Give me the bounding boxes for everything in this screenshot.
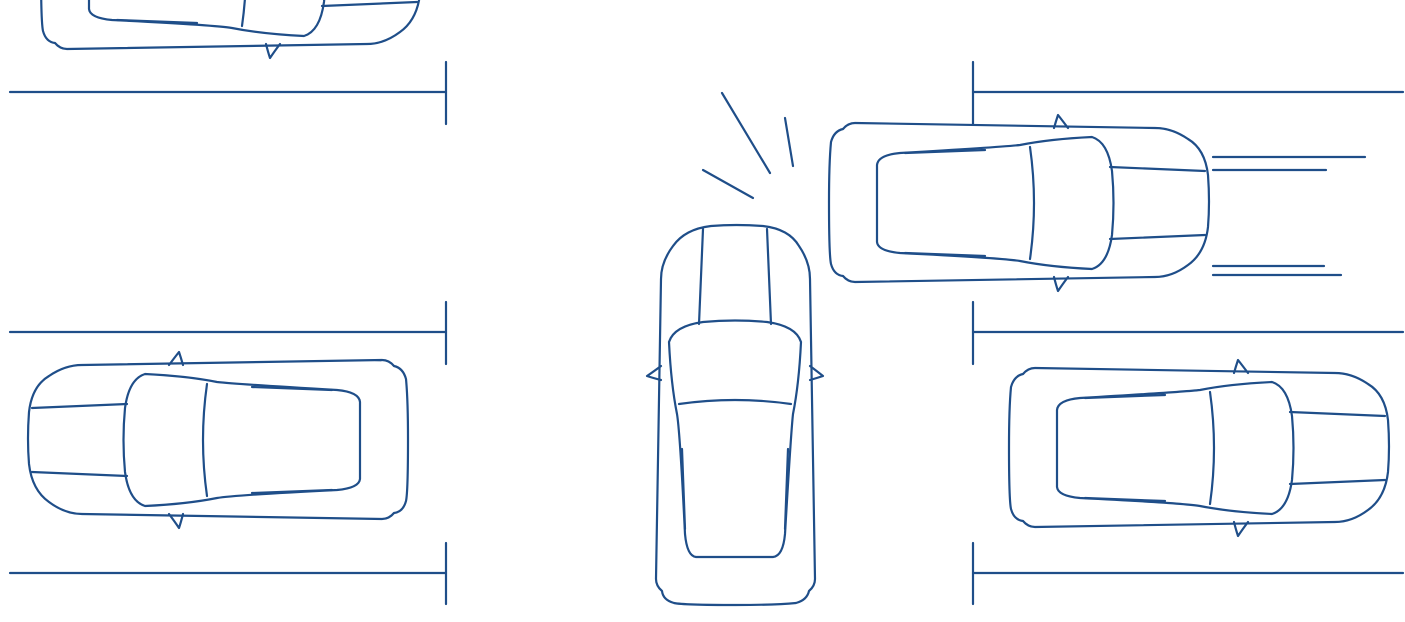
motion-lines — [1211, 155, 1367, 277]
car-backing-out — [645, 223, 825, 607]
car-moving — [827, 113, 1211, 293]
parked-car-top-left — [39, 0, 423, 60]
impact-line-1 — [720, 91, 772, 175]
impact-lines — [701, 91, 795, 200]
parked-car-left — [26, 350, 410, 530]
impact-line-3 — [701, 168, 755, 200]
parked-car-right — [1007, 358, 1391, 538]
impact-line-2 — [783, 116, 795, 168]
parking-lines — [8, 60, 1405, 606]
